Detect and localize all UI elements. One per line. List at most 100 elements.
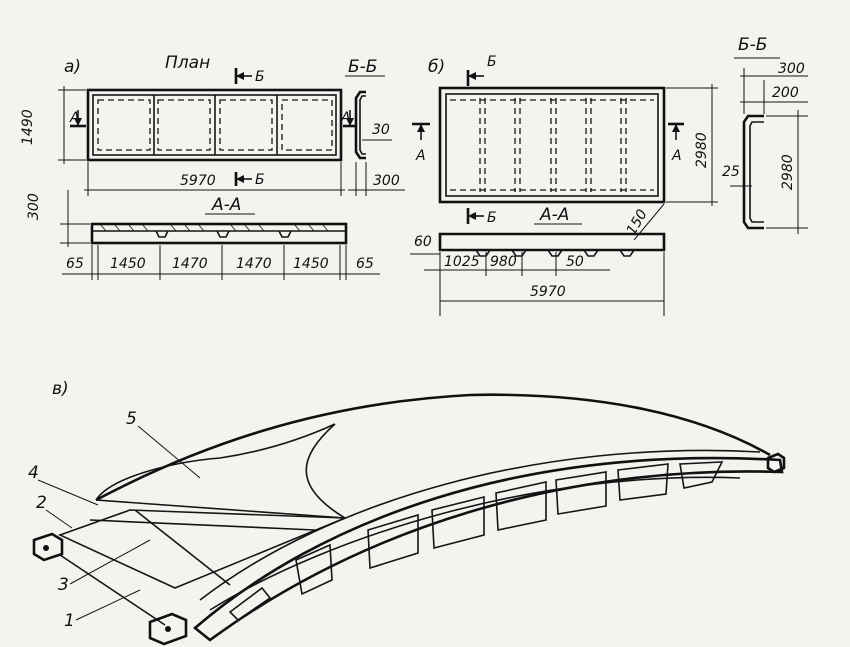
- panel-a-section-aa-title: А-А: [211, 195, 241, 215]
- arrow-head: [417, 124, 425, 132]
- panel-a-cut-b-bottom: Б: [234, 172, 265, 188]
- deck-plate: [57, 509, 346, 589]
- dim-text: 200: [772, 85, 799, 101]
- panel-b-cut-b-top: Б: [466, 54, 497, 86]
- aa-slab: [438, 232, 666, 252]
- truss-opening: [495, 481, 547, 531]
- dim-text: 65: [66, 256, 84, 272]
- dim-text: 2980: [694, 132, 710, 168]
- truss-opening: [295, 543, 333, 596]
- callout-2: 2: [36, 493, 47, 513]
- bb-profile-inner: [749, 121, 764, 223]
- callout-1: 1: [64, 611, 75, 631]
- aa-rib: [216, 230, 230, 238]
- panel-a-label: а): [64, 57, 81, 77]
- cut-label: А: [671, 148, 682, 164]
- callout-3: 3: [58, 575, 69, 595]
- dim-text: 1450: [110, 256, 146, 272]
- panel-a-section-aa: [90, 222, 348, 245]
- leader-4: [37, 479, 99, 506]
- truss-opening: [431, 495, 485, 550]
- panel-b-cut-a-right: А: [668, 122, 684, 164]
- panel-a-section-bb: 30 300: [348, 90, 405, 196]
- aa-rib: [475, 249, 491, 257]
- plate-line: [89, 519, 316, 531]
- bb-profile: [354, 90, 366, 160]
- dim-text: 300: [26, 193, 42, 220]
- dim-text: 980: [490, 254, 517, 270]
- panel-b-label: б): [428, 57, 445, 77]
- arrow-head: [468, 212, 476, 220]
- dim-text: 1470: [236, 256, 272, 272]
- aa-rib: [619, 249, 635, 257]
- panel-a-plan-title: План: [165, 53, 210, 73]
- leader-1: [75, 589, 141, 621]
- panel-b-dim-width: 2980: [666, 84, 718, 206]
- aa-rib: [278, 230, 292, 238]
- dim-text: 1025: [444, 254, 480, 270]
- panel-a: а) План Б-Б Б Б: [20, 53, 405, 280]
- panel-5-base: [95, 499, 346, 519]
- panel-b-section-bb: 300 200 2980 25: [722, 61, 808, 234]
- panel-a-dim-length: 5970: [84, 162, 345, 196]
- callout-5: 5: [126, 409, 137, 429]
- dim-text: 60: [414, 234, 432, 250]
- leader-5: [137, 425, 201, 479]
- panel-a-cut-a-right: А: [340, 110, 357, 128]
- panel-b-plan-inner: [445, 93, 659, 197]
- arrow-head: [236, 72, 244, 80]
- bb-profile-inner: [359, 95, 366, 155]
- dim-text: 300: [778, 61, 805, 77]
- aa-rib: [155, 230, 169, 238]
- aa-slab: [90, 222, 348, 245]
- panel-a-cut-b-top: Б: [234, 68, 265, 85]
- dim-text: 2980: [780, 154, 796, 190]
- dim-text: 30: [372, 122, 390, 138]
- cut-label: Б: [255, 69, 265, 85]
- arrow-head: [346, 118, 354, 126]
- arch-bottom-chord: [209, 476, 741, 611]
- cut-label: А: [69, 110, 80, 126]
- support-right: [766, 452, 786, 474]
- plan-cell: [281, 99, 333, 151]
- truss-opening: [228, 586, 272, 622]
- aa-hatching: [99, 223, 329, 232]
- dim-text: 65: [356, 256, 374, 272]
- dim-text: 25: [722, 164, 740, 180]
- plan-cell: [97, 99, 151, 151]
- shell-top-edge: [95, 393, 771, 502]
- arrow-head: [236, 175, 244, 183]
- callouts: 5 4 2 3 1: [28, 409, 201, 631]
- aa-rib: [547, 249, 563, 257]
- plate-joint: [134, 509, 231, 586]
- panel-a-dim-width: 1490: [20, 86, 86, 164]
- cut-label: Б: [255, 172, 265, 188]
- cut-label: А: [415, 148, 426, 164]
- base-tie: [59, 554, 166, 626]
- dim-text: 1450: [293, 256, 329, 272]
- truss-opening: [617, 463, 669, 501]
- panel-b-plan-outline: [438, 86, 666, 204]
- callout-4: 4: [28, 463, 39, 483]
- aa-rib: [511, 249, 527, 257]
- panel-a-plan-cells: [97, 95, 333, 155]
- panel-a-dim-height: 300: [26, 190, 90, 247]
- panel-c-label: в): [52, 379, 69, 399]
- plan-cell: [219, 99, 273, 151]
- panel-a-dim-chain: 65 1450 1470 1470 1450 65: [62, 245, 380, 280]
- dim-text: 1490: [20, 109, 36, 145]
- truss-opening: [555, 471, 607, 515]
- plan-cell: [157, 99, 211, 151]
- panel-b-cut-b-bottom: Б: [466, 208, 497, 226]
- panel-b-section-bb-title: Б-Б: [738, 35, 767, 55]
- panel-b-ribs: [450, 98, 654, 192]
- dim-text: 1470: [172, 256, 208, 272]
- arrow-head: [74, 118, 82, 126]
- panel-a-cut-a-left: А: [69, 110, 86, 128]
- dim-text: 5970: [180, 173, 216, 189]
- truss-openings: [228, 461, 724, 622]
- arch-top-chord: [199, 449, 761, 601]
- panel-a-plan-outline: [86, 88, 343, 162]
